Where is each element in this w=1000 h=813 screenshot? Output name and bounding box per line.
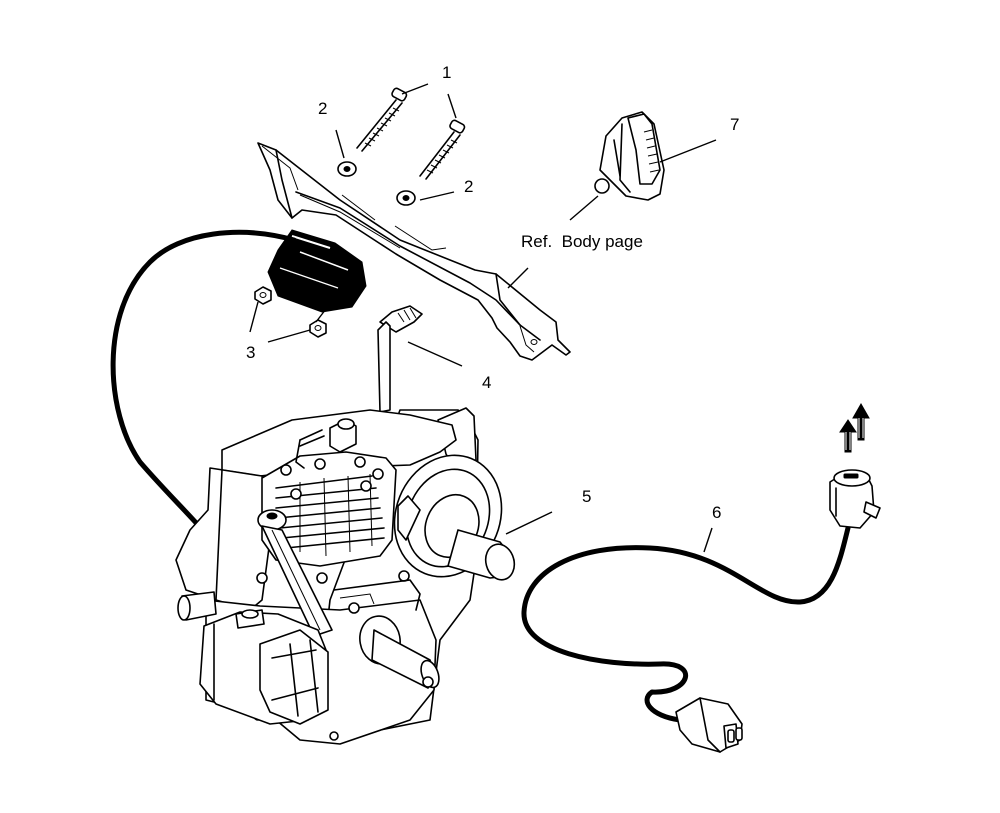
engine (175, 407, 516, 745)
upward-arrows-icon (839, 402, 870, 453)
crankshaft (359, 615, 440, 689)
plug-male (675, 697, 743, 753)
callout-3: 3 (246, 343, 255, 362)
bolt-left (356, 87, 408, 152)
oil-fill-tube (257, 509, 333, 637)
washer-right (396, 190, 416, 206)
safety-key (594, 111, 665, 201)
nut-lower (309, 319, 327, 338)
callout-7: 7 (730, 115, 739, 134)
reference-note: Ref. Body page (521, 232, 643, 251)
washer-left (337, 161, 357, 177)
pto-shaft (447, 529, 516, 581)
starter-motor (199, 609, 329, 725)
nut-upper (254, 286, 272, 305)
callout-2-right: 2 (464, 177, 473, 196)
control-box (267, 229, 367, 313)
mounting-bracket (257, 142, 571, 361)
callout-2-left: 2 (318, 99, 327, 118)
callout-5: 5 (582, 487, 591, 506)
leader-lines (249, 83, 717, 553)
throttle-lever (377, 305, 423, 413)
cylinder-head (261, 451, 397, 567)
spark-plug (295, 418, 357, 469)
bolt-right (419, 119, 466, 180)
extension-cord (521, 525, 851, 723)
plug-female (829, 469, 881, 529)
callout-4: 4 (482, 373, 491, 392)
callout-1: 1 (442, 63, 451, 82)
callout-6: 6 (712, 503, 721, 522)
